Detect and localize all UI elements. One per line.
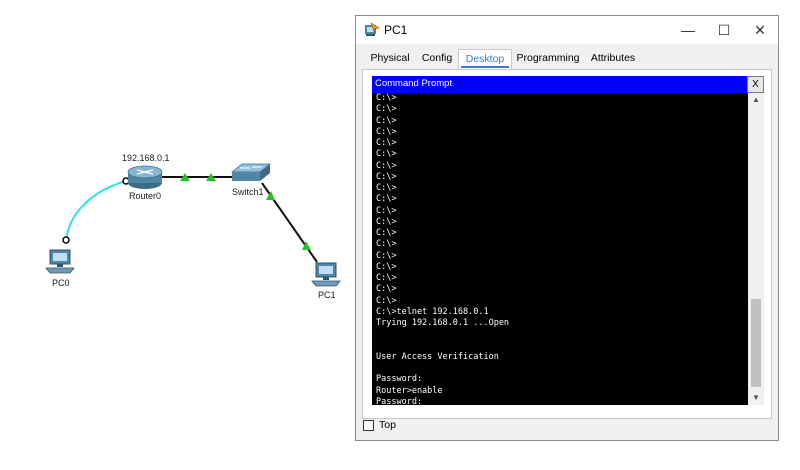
terminal-line: C:\>	[376, 149, 397, 160]
minimize-button[interactable]: —	[681, 22, 695, 38]
terminal-line: C:\>	[376, 261, 397, 272]
terminal-line: C:\>	[376, 216, 397, 227]
tab-desktop[interactable]: Desktop	[458, 49, 512, 69]
pc-icon[interactable]	[311, 262, 341, 287]
terminal-line: C:\>	[376, 115, 397, 126]
topology-drawing	[45, 163, 341, 287]
pc0-label[interactable]: PC0	[52, 278, 70, 288]
terminal-line: C:\>	[376, 138, 397, 148]
link-light-switch-pc1-bottom	[302, 241, 311, 250]
terminal-line: C:\>	[376, 295, 397, 306]
tab-physical[interactable]: Physical	[370, 52, 410, 64]
packet-tracer-icon	[365, 22, 380, 36]
router-ip-label: 192.168.0.1	[122, 153, 170, 163]
terminal-line: C:\>	[376, 239, 397, 250]
window-title: PC1	[384, 23, 408, 37]
terminal-line: Password:	[376, 396, 423, 405]
top-checkbox[interactable]	[363, 420, 374, 431]
console-port-pc0	[62, 236, 70, 244]
terminal-line: C:\>	[376, 205, 397, 216]
scroll-up-icon[interactable]: ▲	[752, 95, 760, 104]
terminal-lines: C:\>C:\>C:\>C:\>C:\>C:\>C:\>C:\>C:\>C:\>…	[376, 93, 509, 405]
command-prompt-title: Command Prompt	[375, 78, 453, 89]
pc1-label[interactable]: PC1	[318, 290, 336, 300]
terminal-line: C:\>	[376, 273, 397, 283]
link-light-router-side	[180, 173, 190, 181]
link-light-switch-side	[206, 173, 216, 181]
topology-canvas[interactable]: 192.168.0.1 Router0 Switch1 PC0 PC1	[0, 0, 360, 465]
tab-programming[interactable]: Programming	[516, 52, 580, 64]
terminal-line: C:\>	[376, 160, 397, 171]
switch-label[interactable]: Switch1	[232, 187, 264, 197]
terminal-line	[376, 329, 509, 340]
pc-icon[interactable]	[45, 249, 75, 274]
terminal-line: C:\>	[376, 284, 397, 295]
command-prompt-header[interactable]: Command Prompt X	[372, 76, 764, 93]
link-light-switch-pc1-top	[266, 191, 275, 200]
tab-config[interactable]: Config	[421, 52, 453, 64]
desktop-panel: Command Prompt X C:\>C:\>C:\>C:\>C:\>C:\…	[362, 69, 772, 419]
pc1-window[interactable]: PC1 — ☐ ✕ Physical Config Desktop Progra…	[355, 15, 779, 441]
terminal-line: C:\>	[376, 194, 397, 205]
terminal-line: C:\>	[376, 183, 397, 193]
terminal-line: C:\>telnet 192.168.0.1	[376, 306, 489, 317]
close-button[interactable]: ✕	[754, 22, 766, 38]
maximize-button[interactable]: ☐	[717, 22, 731, 38]
terminal-line	[376, 341, 509, 352]
scroll-down-icon[interactable]: ▼	[752, 393, 760, 402]
terminal-line	[376, 363, 509, 374]
terminal-line: Trying 192.168.0.1 ...Open	[376, 318, 510, 328]
router-label[interactable]: Router0	[129, 191, 162, 201]
terminal-output[interactable]: C:\>C:\>C:\>C:\>C:\>C:\>C:\>C:\>C:\>C:\>…	[372, 93, 748, 405]
router-icon[interactable]	[127, 165, 163, 189]
command-prompt-close-button[interactable]: X	[747, 76, 764, 93]
scroll-thumb[interactable]	[751, 299, 761, 387]
tab-attributes[interactable]: Attributes	[590, 52, 636, 64]
console-cable[interactable]	[65, 180, 127, 241]
terminal-line: C:\>	[376, 93, 397, 103]
terminal-line: Router>enable	[376, 385, 443, 396]
terminal-line: C:\>	[376, 250, 397, 261]
terminal-line: C:\>	[376, 126, 397, 137]
terminal-line: Password:	[376, 374, 423, 385]
title-bar[interactable]: PC1 — ☐ ✕	[356, 16, 778, 44]
terminal-line: C:\>	[376, 104, 397, 115]
terminal-scrollbar[interactable]: ▲ ▼	[748, 93, 764, 405]
top-checkbox-label: Top	[379, 419, 396, 431]
terminal-line: C:\>	[376, 228, 397, 238]
terminal-line: User Access Verification	[376, 351, 499, 362]
terminal-line: C:\>	[376, 171, 397, 182]
switch-icon[interactable]	[230, 163, 272, 181]
